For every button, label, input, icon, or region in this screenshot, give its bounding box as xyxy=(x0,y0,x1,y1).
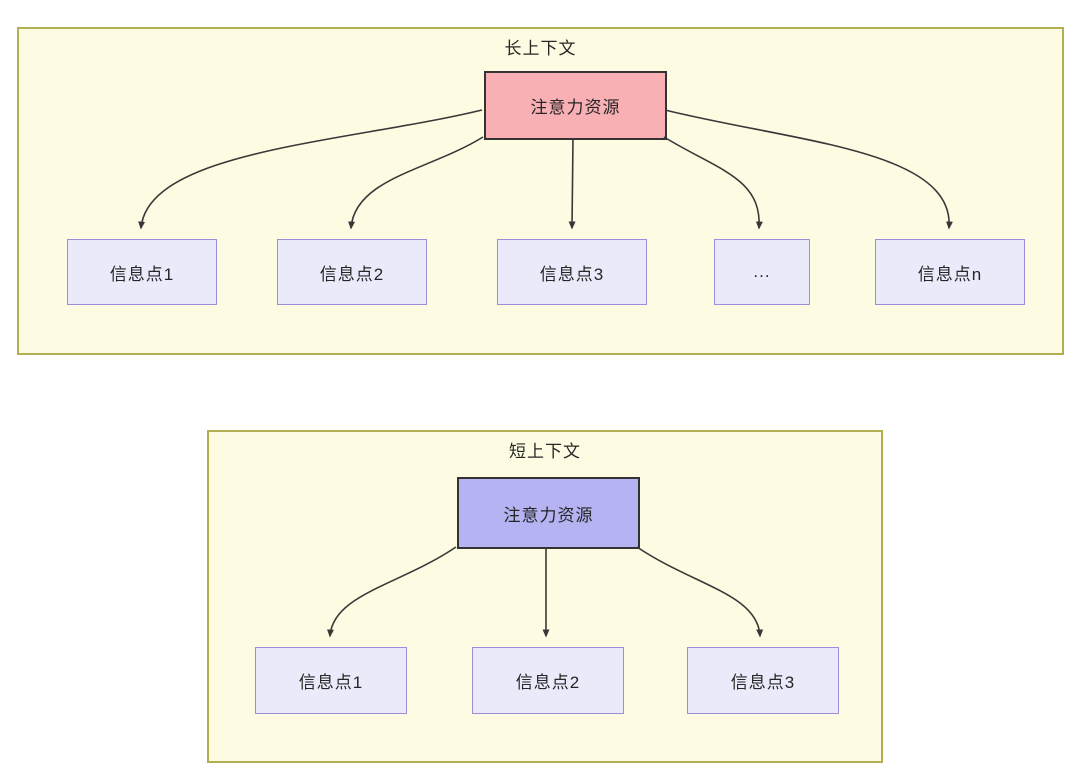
long-info-node-n: 信息点n xyxy=(875,239,1025,305)
long-attention-box: 注意力资源 xyxy=(484,71,667,140)
long-context-panel: 长上下文 注意力资源 信息点1 信息点2 信息点3 ... 信息点n xyxy=(17,27,1064,355)
long-info-node-1: 信息点1 xyxy=(67,239,217,305)
long-info-node-ellipsis: ... xyxy=(714,239,810,305)
short-info-node-2: 信息点2 xyxy=(472,647,624,714)
long-info-node-2: 信息点2 xyxy=(277,239,427,305)
short-context-title: 短上下文 xyxy=(509,442,581,461)
long-context-title: 长上下文 xyxy=(504,39,577,58)
short-context-panel: 短上下文 注意力资源 信息点1 信息点2 信息点3 xyxy=(207,430,883,763)
short-info-node-3: 信息点3 xyxy=(687,647,839,714)
short-attention-box: 注意力资源 xyxy=(457,477,640,549)
long-info-node-3: 信息点3 xyxy=(497,239,647,305)
short-info-node-1: 信息点1 xyxy=(255,647,407,714)
